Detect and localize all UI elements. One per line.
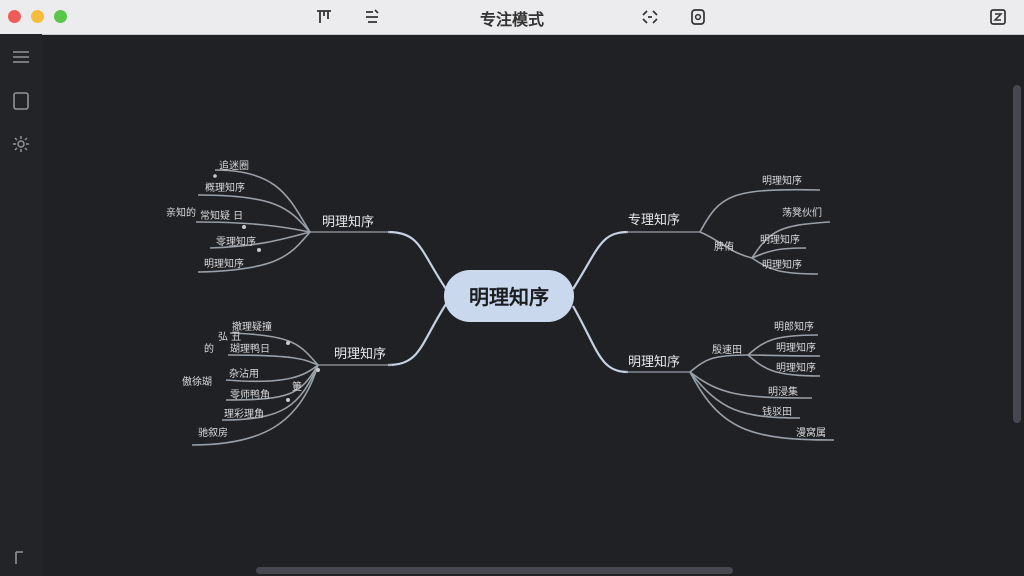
node-lb-2[interactable]: 杂沾用 [229,367,259,380]
node-lb-4[interactable]: 理彩理角 [224,408,264,420]
node-rb-3[interactable]: 明浸集 [768,385,798,398]
node-rt-1[interactable]: 荡凳伙们 [782,206,822,219]
node-rb-1[interactable]: 明理知序 [776,341,816,354]
zoom-window-button[interactable] [54,10,67,23]
branch-right-top [572,230,629,290]
corner-icon[interactable] [10,546,32,568]
node-lt-3[interactable]: 零理知序 [216,235,256,248]
node-rb-5[interactable]: 漫窝属 [796,426,826,439]
export-icon[interactable] [688,7,708,27]
node-lb-side-1[interactable]: 的 [204,342,214,355]
right-bottom-label[interactable]: 明理知序 [628,354,680,370]
node-rt-0[interactable]: 明理知序 [762,174,802,187]
left-top-label[interactable]: 明理知序 [322,214,374,230]
node-rt-3[interactable]: 明理知序 [762,258,802,271]
title-bar: 专注模式 [0,0,1024,35]
node-rt-2[interactable]: 明理知序 [760,233,800,246]
node-lb-1[interactable]: 瑚理鸭日 [230,342,270,355]
node-rb-mid[interactable]: 殷速田 [712,344,742,356]
settings-icon[interactable] [10,133,32,155]
node-lt-2[interactable]: 常知疑 日 [200,209,243,222]
sidebar [0,34,42,576]
node-lb-0[interactable]: 撤理疑撞 [232,320,272,333]
node-lt-4[interactable]: 明理知序 [204,257,244,270]
layout-icon[interactable] [640,7,660,27]
node-rb-4[interactable]: 钱驳田 [762,405,792,418]
format-icon[interactable] [362,7,382,27]
vertical-scrollbar[interactable] [1013,85,1021,423]
branch-left-top [387,230,447,290]
horizontal-scrollbar[interactable] [256,567,733,574]
minimize-window-button[interactable] [31,10,44,23]
left-bottom-label[interactable]: 明理知序 [334,346,386,362]
node-lb-side-3[interactable]: 筻 [292,380,302,393]
node-rb-2[interactable]: 明理知序 [776,361,816,374]
node-rb-0[interactable]: 明郎知序 [774,320,814,333]
center-node-label: 明理知序 [469,285,549,309]
node-rt-mid[interactable]: 脾侑 [714,240,734,253]
node-lb-3[interactable]: 零师鸭角 [230,388,270,401]
outline-icon[interactable] [314,7,334,27]
branch-left-bottom [387,303,447,367]
right-top-label[interactable]: 专理知序 [628,212,680,228]
page-icon[interactable] [10,90,32,112]
node-lt-0[interactable]: 追迷圈 [219,159,249,172]
node-lb-5[interactable]: 驰叙房 [198,426,228,439]
menu-icon[interactable] [10,46,32,68]
node-lt-extra[interactable]: 亲知的 [166,206,196,219]
branch-right-bottom [572,305,629,374]
node-lt-1[interactable]: 概理知序 [205,181,245,194]
node-lb-side-2[interactable]: 傲徐瑚 [182,375,212,388]
close-window-button[interactable] [8,10,21,23]
window-title: 专注模式 [479,10,544,29]
node-lb-side-0[interactable]: 弘 丑 [218,331,241,343]
center-node[interactable] [444,270,574,322]
fullscreen-icon[interactable] [988,7,1008,27]
